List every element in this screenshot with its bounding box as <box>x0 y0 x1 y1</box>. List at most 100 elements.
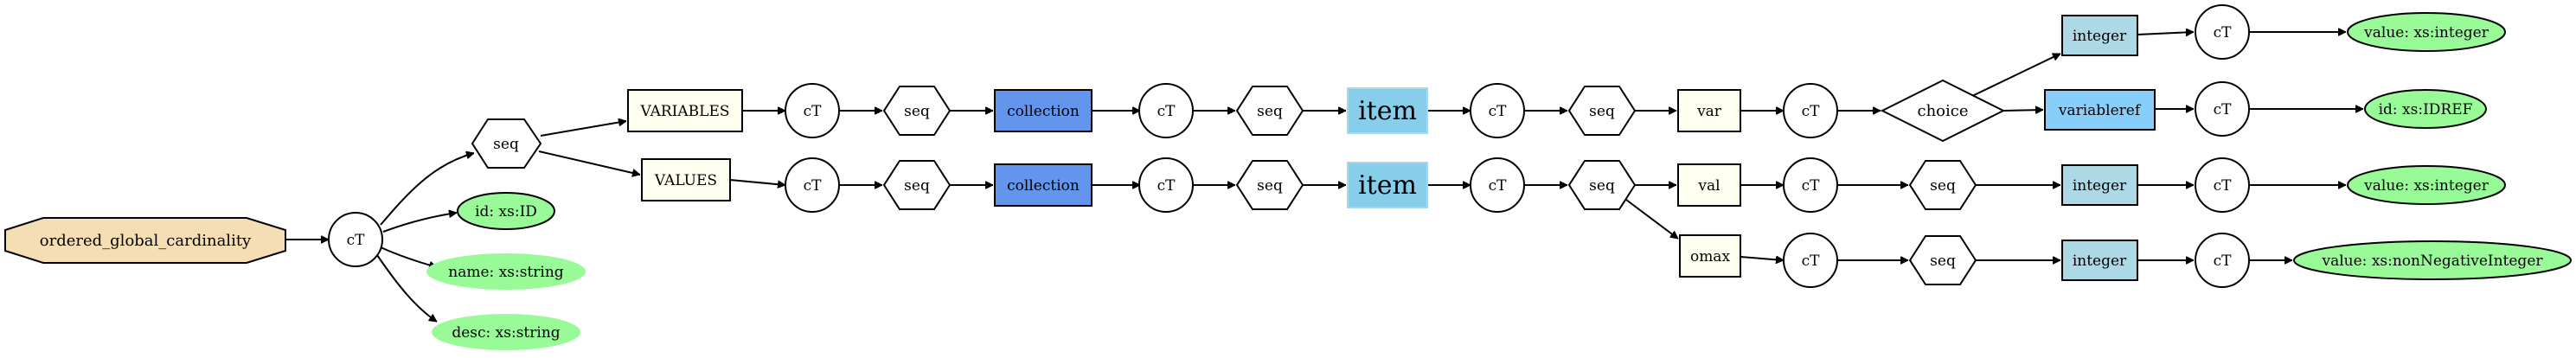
edge-omax-ct <box>1740 257 1784 260</box>
edge-integer-ct <box>2137 32 2194 35</box>
svg-text:integer: integer <box>2073 28 2127 45</box>
node-ct-v3: cT <box>1470 83 1525 138</box>
node-values: VALUES <box>641 158 731 201</box>
node-seq-omax: seq <box>1908 235 1977 285</box>
node-collection-v: collection <box>994 89 1093 132</box>
node-ct-w1: cT <box>785 157 840 213</box>
svg-text:VARIABLES: VARIABLES <box>639 103 729 120</box>
node-ct-v1: cT <box>785 83 840 138</box>
svg-text:id: xs:IDREF: id: xs:IDREF <box>2379 101 2473 118</box>
node-val: val <box>1677 163 1741 207</box>
node-item-v: item <box>1347 87 1428 134</box>
svg-text:collection: collection <box>1007 103 1080 120</box>
node-ct-v2: cT <box>1138 83 1194 138</box>
node-seq-v1: seq <box>882 86 952 136</box>
edge-seq-omax <box>1625 199 1678 240</box>
node-collection-w: collection <box>994 163 1093 207</box>
node-attr-id: id: xs:ID <box>457 192 555 230</box>
node-ct-int-val: cT <box>2195 157 2250 213</box>
node-attr-name: name: xs:string <box>426 253 586 290</box>
node-ct-var: cT <box>1783 83 1838 138</box>
svg-text:desc: xs:string: desc: xs:string <box>452 324 560 342</box>
svg-text:cT: cT <box>804 177 823 195</box>
node-ct-root: cT <box>328 212 383 267</box>
svg-text:value: xs:integer: value: xs:integer <box>2363 177 2489 195</box>
node-integer-omax: integer <box>2061 240 2138 281</box>
edges <box>285 32 2363 323</box>
node-id-idref: id: xs:IDREF <box>2364 89 2487 129</box>
svg-text:cT: cT <box>2214 24 2233 42</box>
node-ct-w2: cT <box>1138 157 1194 213</box>
svg-text:seq: seq <box>493 136 519 153</box>
node-choice: choice <box>1880 79 2006 143</box>
svg-text:cT: cT <box>1802 103 1821 120</box>
node-item-w: item <box>1347 162 1428 208</box>
node-value-nonneg: value: xs:nonNegativeInteger <box>2293 240 2572 280</box>
node-seq-val: seq <box>1908 160 1977 210</box>
svg-text:seq: seq <box>1930 177 1956 195</box>
svg-text:seq: seq <box>1257 177 1283 195</box>
edge-values-ct <box>729 179 785 185</box>
node-variableref: variableref <box>2044 89 2156 131</box>
node-value-int-val: value: xs:integer <box>2347 165 2506 205</box>
node-seq-w1: seq <box>882 160 952 210</box>
node-integer-val: integer <box>2061 164 2138 206</box>
edge-seq-values <box>538 150 640 175</box>
svg-text:cT: cT <box>1802 253 1821 270</box>
node-root: ordered_global_cardinality <box>4 217 286 264</box>
svg-text:val: val <box>1697 177 1720 195</box>
svg-text:collection: collection <box>1007 177 1080 195</box>
svg-text:integer: integer <box>2073 253 2127 270</box>
svg-text:omax: omax <box>1690 248 1730 265</box>
node-seq-w2: seq <box>1235 160 1304 210</box>
svg-text:id: xs:ID: id: xs:ID <box>475 203 537 221</box>
node-ct-omax: cT <box>1783 233 1838 288</box>
edge-ct-desc <box>376 254 437 323</box>
node-ct-int-omax: cT <box>2195 233 2250 288</box>
svg-text:cT: cT <box>2214 101 2233 118</box>
svg-text:variableref: variableref <box>2058 102 2142 119</box>
svg-text:var: var <box>1696 103 1722 120</box>
node-integer-var: integer <box>2061 15 2138 56</box>
svg-text:cT: cT <box>2214 177 2233 195</box>
node-var: var <box>1677 89 1741 132</box>
svg-text:VALUES: VALUES <box>654 172 717 189</box>
node-root-label: ordered_global_cardinality <box>40 232 252 250</box>
svg-text:cT: cT <box>1802 177 1821 195</box>
svg-text:cT: cT <box>347 232 366 249</box>
node-ct-w3: cT <box>1470 157 1525 213</box>
edge-ct-id <box>382 213 457 233</box>
svg-text:choice: choice <box>1917 102 1968 120</box>
svg-text:seq: seq <box>1257 103 1283 120</box>
svg-text:item: item <box>1358 96 1417 126</box>
svg-text:value: xs:nonNegativeInteger: value: xs:nonNegativeInteger <box>2322 253 2544 270</box>
svg-text:item: item <box>1358 170 1417 201</box>
edge-choice-integer <box>1971 53 2060 97</box>
node-variables: VARIABLES <box>627 89 743 132</box>
node-attr-desc: desc: xs:string <box>432 314 580 350</box>
svg-text:seq: seq <box>904 103 930 120</box>
svg-text:cT: cT <box>804 103 823 120</box>
svg-text:seq: seq <box>1589 177 1615 195</box>
svg-text:name: xs:string: name: xs:string <box>448 264 564 281</box>
svg-text:cT: cT <box>2214 253 2233 270</box>
node-value-int-var: value: xs:integer <box>2347 12 2506 52</box>
svg-text:cT: cT <box>1489 177 1508 195</box>
svg-text:seq: seq <box>1930 253 1956 270</box>
edge-seq-variables <box>540 121 626 137</box>
svg-text:cT: cT <box>1157 177 1176 195</box>
node-ct-int-var: cT <box>2195 4 2250 60</box>
node-ct-val: cT <box>1783 157 1838 213</box>
edge-choice-variableref <box>2002 110 2043 111</box>
svg-text:cT: cT <box>1489 103 1508 120</box>
nodes: ordered_global_cardinality cT seq id: xs… <box>4 4 2572 350</box>
node-seq-v3: seq <box>1567 86 1637 136</box>
svg-text:value: xs:integer: value: xs:integer <box>2363 24 2489 42</box>
node-seq-v2: seq <box>1235 86 1304 136</box>
svg-text:cT: cT <box>1157 103 1176 120</box>
node-seq-top: seq <box>471 118 542 169</box>
svg-text:seq: seq <box>1589 103 1615 120</box>
edge-ct-seq <box>380 153 474 226</box>
node-ct-varref: cT <box>2195 81 2250 137</box>
